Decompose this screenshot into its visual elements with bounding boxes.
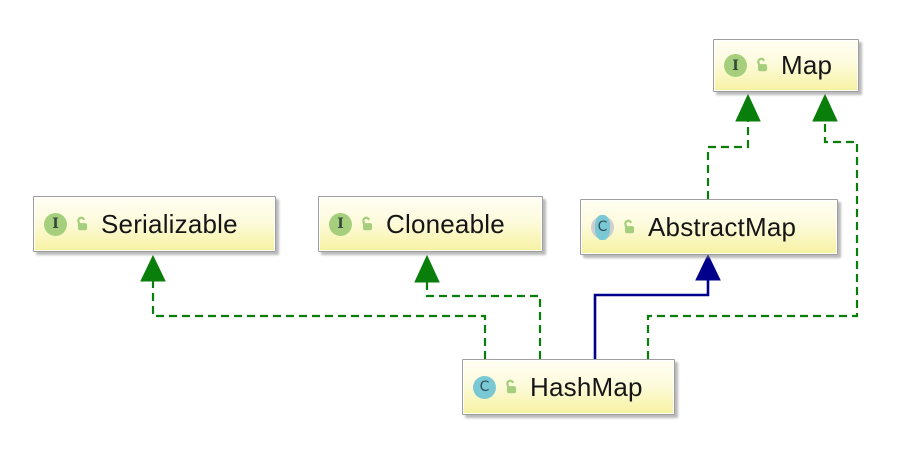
class-node-map[interactable]: I Map: [713, 39, 859, 92]
edge-hashmap-implements-map[interactable]: [646, 93, 859, 359]
interface-icon-letter: I: [732, 57, 739, 74]
class-node-hashmap[interactable]: C HashMap: [462, 359, 675, 415]
edge-hashmap-implements-cloneable[interactable]: [414, 254, 542, 359]
interface-icon-letter: I: [52, 216, 59, 232]
interface-icon: I: [44, 212, 67, 236]
class-node-abstractmap[interactable]: C AbstractMap: [580, 199, 838, 255]
unlocked-padlock-icon: [624, 219, 635, 233]
class-label: AbstractMap: [648, 211, 797, 242]
interface-icon: I: [329, 212, 352, 236]
edge-hashmap-extends-abstractmap[interactable]: [593, 253, 721, 359]
class-label: Serializable: [101, 208, 238, 239]
unlocked-padlock-icon: [77, 216, 88, 230]
abstract-class-icon: C: [591, 214, 614, 240]
unlocked-padlock-icon: [506, 379, 517, 393]
abstract-class-icon-letter: C: [597, 219, 608, 235]
class-label: HashMap: [530, 371, 643, 402]
unlocked-padlock-icon: [362, 216, 373, 230]
edge-hashmap-implements-serializable[interactable]: [140, 254, 487, 359]
class-node-cloneable[interactable]: I Cloneable: [318, 196, 543, 252]
class-icon: C: [473, 375, 496, 399]
interface-icon-letter: I: [337, 216, 344, 232]
class-label: Cloneable: [386, 208, 505, 239]
unlocked-padlock-icon: [757, 57, 768, 72]
class-node-serializable[interactable]: I Serializable: [33, 196, 276, 252]
interface-icon: I: [724, 54, 747, 77]
edge-abstractmap-implements-map[interactable]: [706, 93, 761, 199]
class-icon-letter: C: [479, 379, 490, 395]
class-label: Map: [781, 50, 833, 80]
